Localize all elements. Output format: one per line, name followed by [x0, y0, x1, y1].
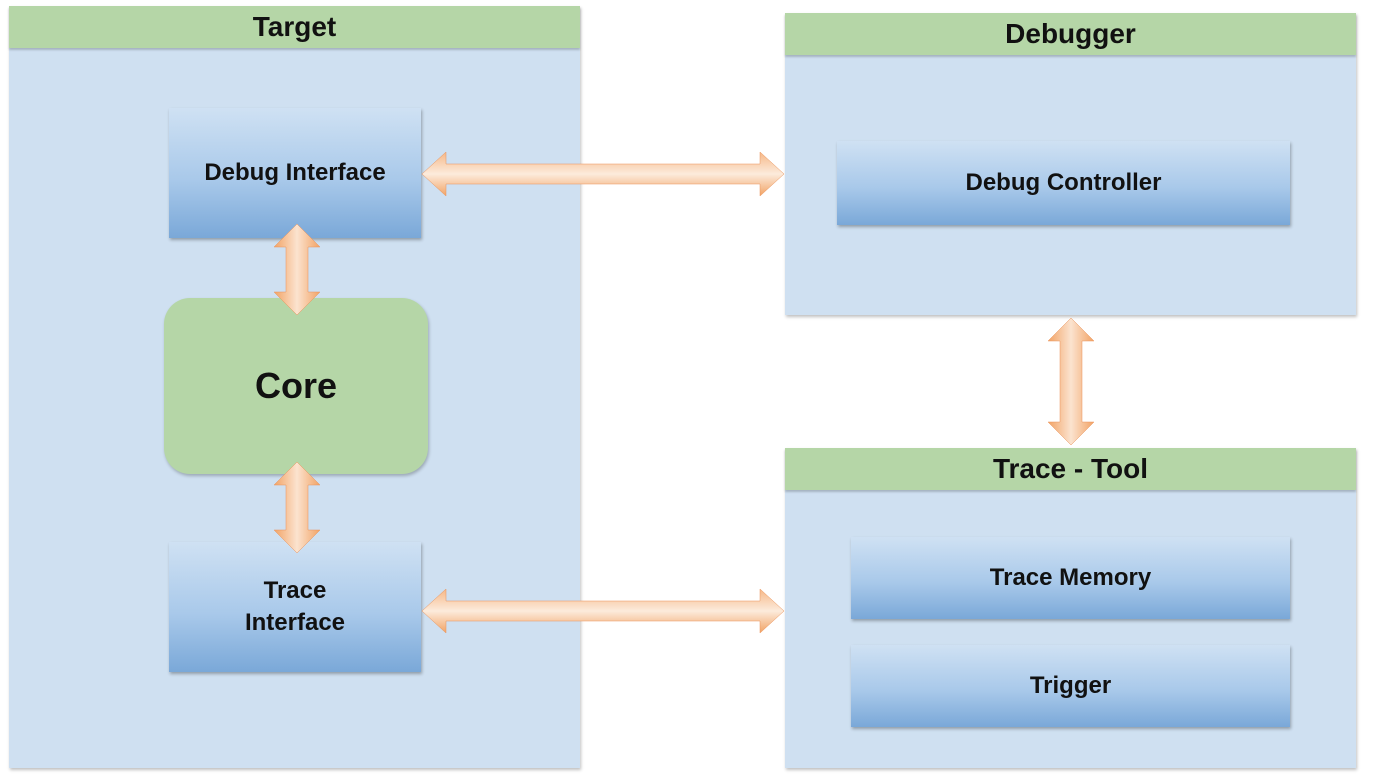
- trigger-label: Trigger: [1029, 671, 1112, 699]
- core-trace-arrow: [273, 461, 321, 554]
- trace-interface-label: Trace Interface: [244, 576, 346, 636]
- debug-interface-label: Debug Interface: [204, 158, 386, 186]
- trace-memory-label: Trace Memory: [989, 563, 1152, 591]
- trace-memory-box: Trace Memory: [851, 537, 1290, 619]
- debug-link-arrow: [421, 151, 785, 197]
- trace-interface-box: Trace Interface: [169, 542, 421, 672]
- debug-controller-label: Debug Controller: [965, 168, 1162, 196]
- core-label: Core: [254, 365, 338, 406]
- debugger-tracetool-arrow: [1047, 317, 1095, 446]
- debug-core-arrow: [273, 223, 321, 316]
- debug-controller-box: Debug Controller: [837, 141, 1290, 225]
- debug-interface-box: Debug Interface: [169, 108, 421, 238]
- trace-tool-title: Trace - Tool: [785, 448, 1356, 490]
- debugger-title: Debugger: [785, 13, 1356, 55]
- target-title: Target: [9, 6, 580, 48]
- core-box: Core: [164, 298, 428, 474]
- trigger-box: Trigger: [851, 645, 1290, 727]
- trace-link-arrow: [421, 588, 785, 634]
